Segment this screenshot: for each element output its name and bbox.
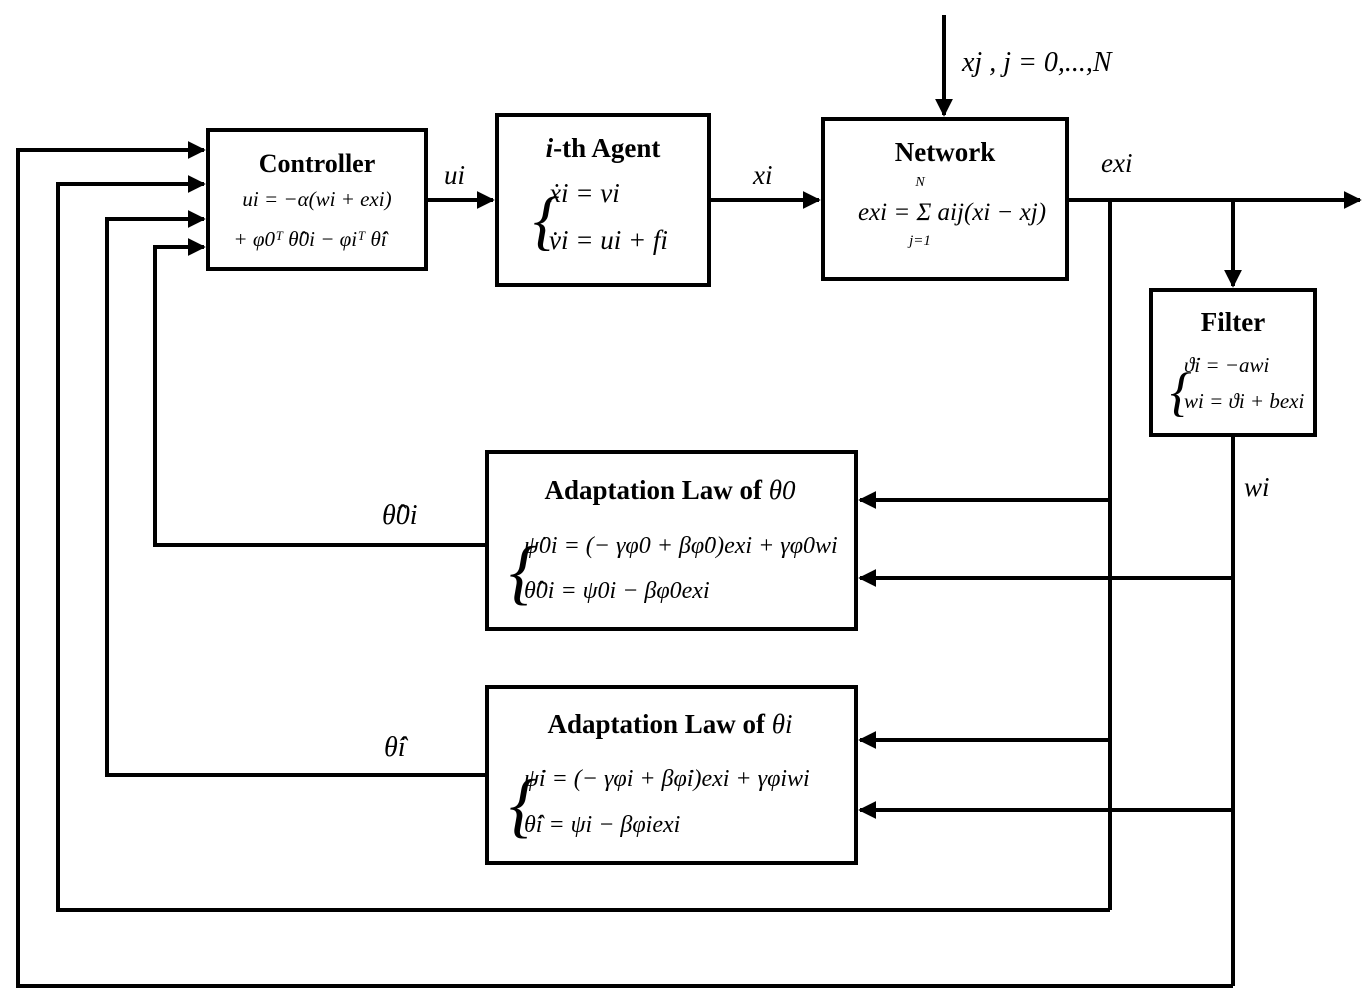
filter-title: Filter [1201, 307, 1265, 337]
agent-title: i-th Agent [546, 133, 661, 163]
network-sum-upper: N [914, 175, 925, 190]
signal-u-label: ui [444, 160, 465, 190]
agent-title-index: i [546, 133, 554, 163]
agent-eq2: v̇i = ui + fi [549, 225, 668, 255]
network-eq: exi = Σ aij(xi − xj) [858, 199, 1046, 226]
adapt0-eq1: ψ̇0i = (− γφ0 + βφ̇0)exi + γφ0wi [524, 533, 838, 559]
controller-box [206, 128, 428, 271]
adapti-eq1: ψ̇i = (− γφi + βφ̇i)exi + γφiwi [524, 766, 810, 792]
adaptation-law-thetai-block: Adaptation Law of θi { ψ̇i = (− γφi + βφ… [485, 685, 858, 865]
adapt0-title-text: Adaptation Law of [544, 475, 768, 505]
adapt0-title: Adaptation Law of θ0 [544, 475, 796, 505]
controller-block: Controller ui = −α(wi + exi) + φ0ᵀ θ̂0i … [206, 128, 428, 271]
wires [16, 15, 1362, 988]
signal-theta0-hat-label: θ̂0i [382, 500, 418, 531]
wire-w-feedback [16, 141, 1233, 988]
adapti-title-symbol: θi [772, 709, 793, 739]
controller-title: Controller [259, 149, 376, 178]
adapt0-title-symbol: θ0 [769, 475, 796, 505]
controller-eq1: ui = −α(wi + exi) [242, 187, 391, 211]
filter-eq2: wi = ϑi + bexi [1184, 389, 1304, 413]
signal-external-label: xj , j = 0,...,N [961, 47, 1113, 78]
signal-x-label: xi [752, 160, 773, 190]
wire-e-feedback [56, 175, 1110, 912]
signal-thetai-hat-label: θ̂i [384, 732, 409, 763]
controller-eq2: + φ0ᵀ θ̂0i − φiᵀ θ̂i [233, 227, 388, 251]
filter-block: Filter { ϑ̇i = −awi wi = ϑi + bexi [1149, 288, 1317, 437]
network-sum-lower: j=1 [907, 233, 931, 249]
agent-box [495, 113, 711, 287]
signal-e-label: exi [1101, 148, 1132, 178]
adapt0-brace: { [509, 532, 538, 612]
agent-brace: { [533, 184, 559, 257]
adapti-title-text: Adaptation Law of [547, 709, 771, 739]
filter-box [1149, 288, 1317, 437]
wire-thetai-feedback [105, 210, 487, 777]
adapti-box [485, 685, 858, 865]
adapt0-eq2: θ̂0i = ψ0i − βφ0exi [524, 578, 710, 604]
signal-w-label: wi [1244, 472, 1270, 502]
signal-labels: ui xi xj , j = 0,...,N exi wi θ̂0i θ̂i [382, 47, 1270, 763]
network-block: Network N exi = Σ aij(xi − xj) j=1 [821, 117, 1069, 281]
agent-block: i-th Agent { ẋi = vi v̇i = ui + fi [495, 113, 711, 287]
agent-eq1: ẋi = vi [548, 178, 620, 208]
filter-brace: { [1170, 362, 1192, 422]
adapti-brace: { [509, 765, 538, 845]
wire-theta0-feedback [153, 238, 487, 547]
adaptation-law-theta0-block: Adaptation Law of θ0 { ψ̇0i = (− γφ0 + β… [485, 450, 858, 631]
network-box [821, 117, 1069, 281]
agent-title-text: -th Agent [553, 133, 660, 163]
filter-eq1: ϑ̇i = −awi [1184, 353, 1269, 377]
adapti-eq2: θ̂i = ψi − βφiexi [524, 812, 680, 838]
network-title: Network [895, 137, 995, 167]
adapti-title: Adaptation Law of θi [547, 709, 792, 739]
adapt0-box [485, 450, 858, 631]
